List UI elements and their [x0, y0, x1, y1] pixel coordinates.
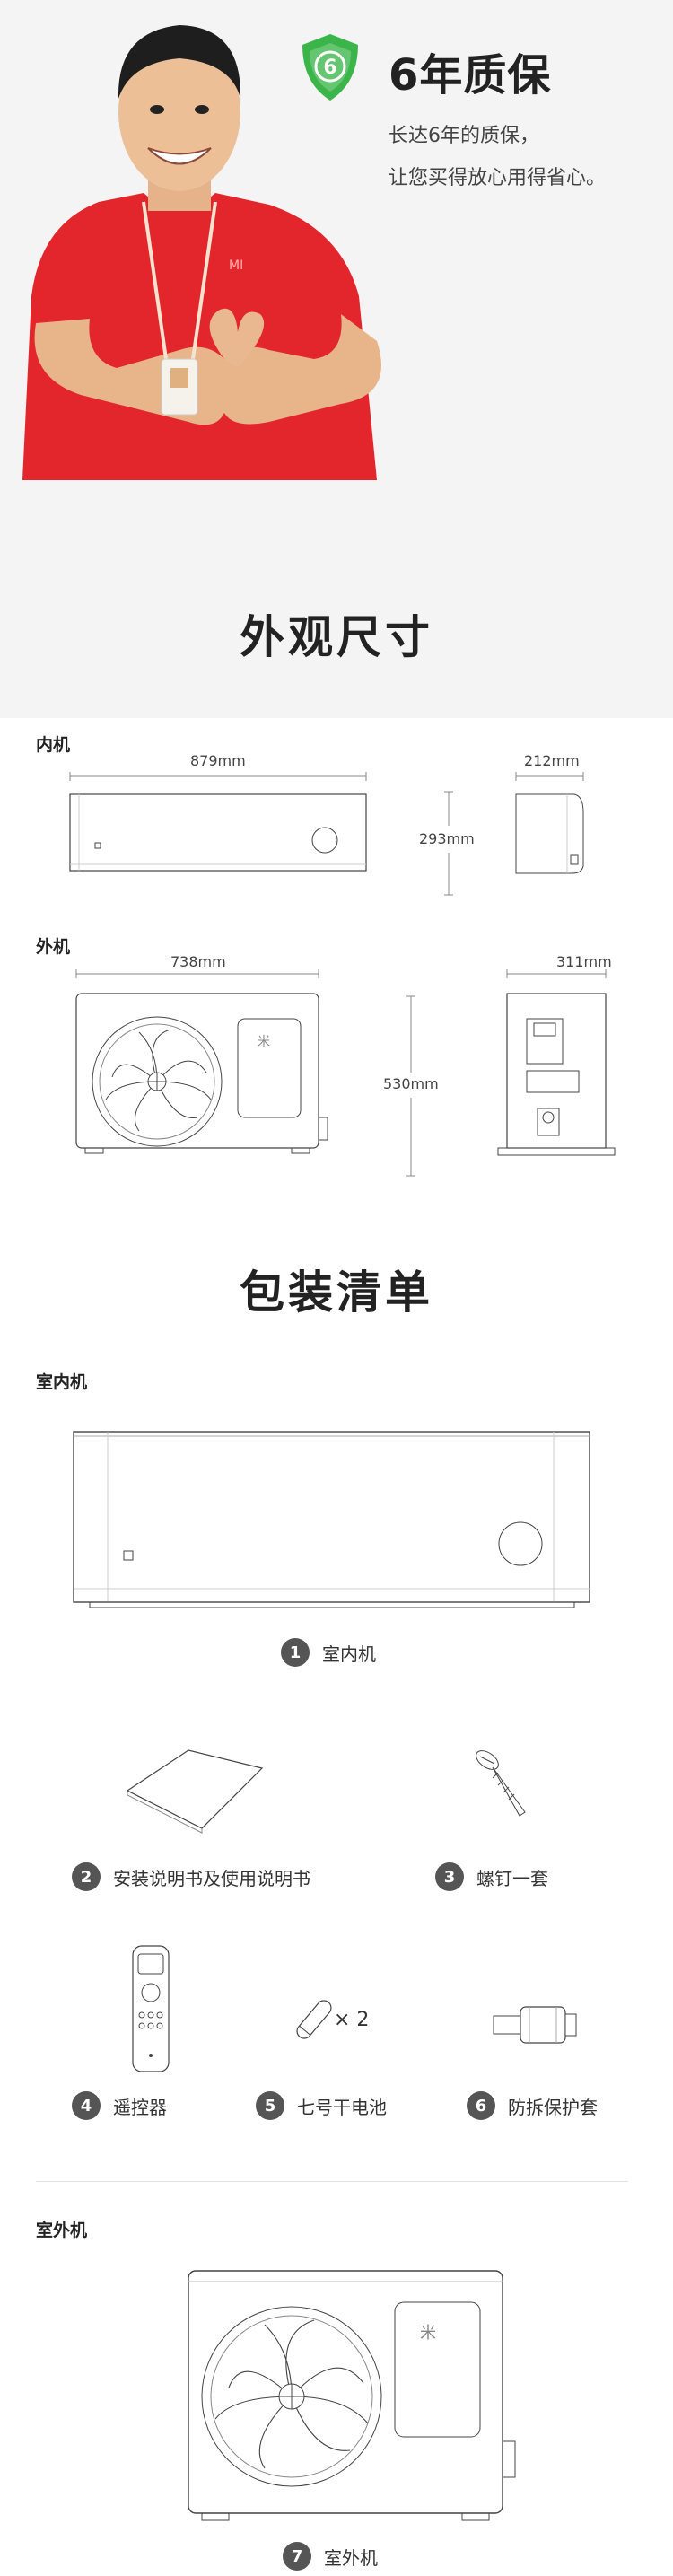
person-illustration: MI	[22, 25, 381, 480]
protective-sleeve-icon	[493, 2006, 577, 2044]
outdoor-height-text-bg	[386, 1073, 440, 1098]
warranty-line-2: 让您买得放心用得省心。	[389, 167, 607, 189]
indoor-height-text-bg	[427, 826, 472, 853]
item-number-badge: 3	[435, 1862, 464, 1891]
item-label: 遥控器	[113, 2096, 167, 2118]
dimensions-title: 外观尺寸	[240, 611, 433, 663]
item-label: 七号干电池	[297, 2096, 387, 2118]
indoor-unit-front-drawing	[69, 772, 367, 872]
packing-item-2: 2 安装说明书及使用说明书	[72, 1862, 310, 1891]
item-label: 室内机	[322, 1643, 376, 1665]
outdoor-unit-side-drawing	[497, 969, 616, 1156]
packing-title: 包装清单	[240, 1266, 433, 1319]
packing-item-3: 3 螺钉一套	[435, 1862, 548, 1891]
mijia-logo-icon: 米	[420, 2324, 436, 2343]
remote-control-icon	[132, 1945, 170, 2072]
item-label: 防拆保护套	[508, 2096, 598, 2118]
packing-item-7: 7 室外机	[283, 2542, 378, 2571]
warranty-banner: MI 6 6年质保 长达6年的质保， 让您买得放心用得省心。	[0, 0, 673, 480]
screw-icon	[476, 1750, 526, 1817]
item-number-badge: 7	[283, 2542, 311, 2571]
mijia-logo-icon: 米	[258, 1035, 270, 1049]
shirt-logo: MI	[229, 258, 243, 273]
battery-count: × 2	[334, 2009, 370, 2031]
packing-item-6: 6 防拆保护套	[467, 2091, 598, 2120]
item-label: 螺钉一套	[476, 1867, 548, 1889]
indoor-unit-side-drawing	[515, 772, 584, 874]
indoor-dimension-label: 内机	[36, 735, 71, 755]
indoor-height-text: 293mm	[419, 830, 475, 847]
item-label: 室外机	[324, 2546, 378, 2569]
item-number-badge: 1	[281, 1638, 310, 1667]
outdoor-width-text: 738mm	[170, 953, 226, 970]
outdoor-height-text: 530mm	[383, 1075, 439, 1092]
item-number-badge: 5	[256, 2091, 284, 2120]
shield-check-icon: 6	[302, 34, 358, 101]
outdoor-depth-text: 311mm	[556, 953, 612, 970]
indoor-width-text: 879mm	[190, 752, 246, 769]
outdoor-dimension-label: 外机	[36, 937, 71, 957]
packing-indoor-label: 室内机	[36, 1372, 88, 1392]
shield-number: 6	[323, 57, 336, 79]
battery-icon	[296, 2000, 332, 2039]
indoor-depth-text: 212mm	[524, 752, 580, 769]
packing-item-4: 4 遥控器	[72, 2091, 167, 2120]
packing-outdoor-unit-drawing: 米	[188, 2270, 516, 2521]
divider	[36, 2181, 628, 2182]
item-number-badge: 2	[72, 1862, 101, 1891]
item-number-badge: 4	[72, 2091, 101, 2120]
item-number-badge: 6	[467, 2091, 495, 2120]
packing-indoor-unit-drawing	[73, 1431, 590, 1608]
manual-icon	[126, 1749, 264, 1834]
dimensions-header-bg	[0, 480, 673, 718]
warranty-title: 6年质保	[389, 50, 552, 101]
packing-item-5: 5 七号干电池	[256, 2091, 387, 2120]
warranty-line-1: 长达6年的质保，	[389, 125, 539, 147]
packing-outdoor-label: 室外机	[36, 2221, 88, 2240]
item-label: 安装说明书及使用说明书	[113, 1867, 310, 1889]
outdoor-unit-front-drawing: 米	[75, 969, 328, 1154]
packing-item-1: 1 室内机	[281, 1638, 376, 1667]
